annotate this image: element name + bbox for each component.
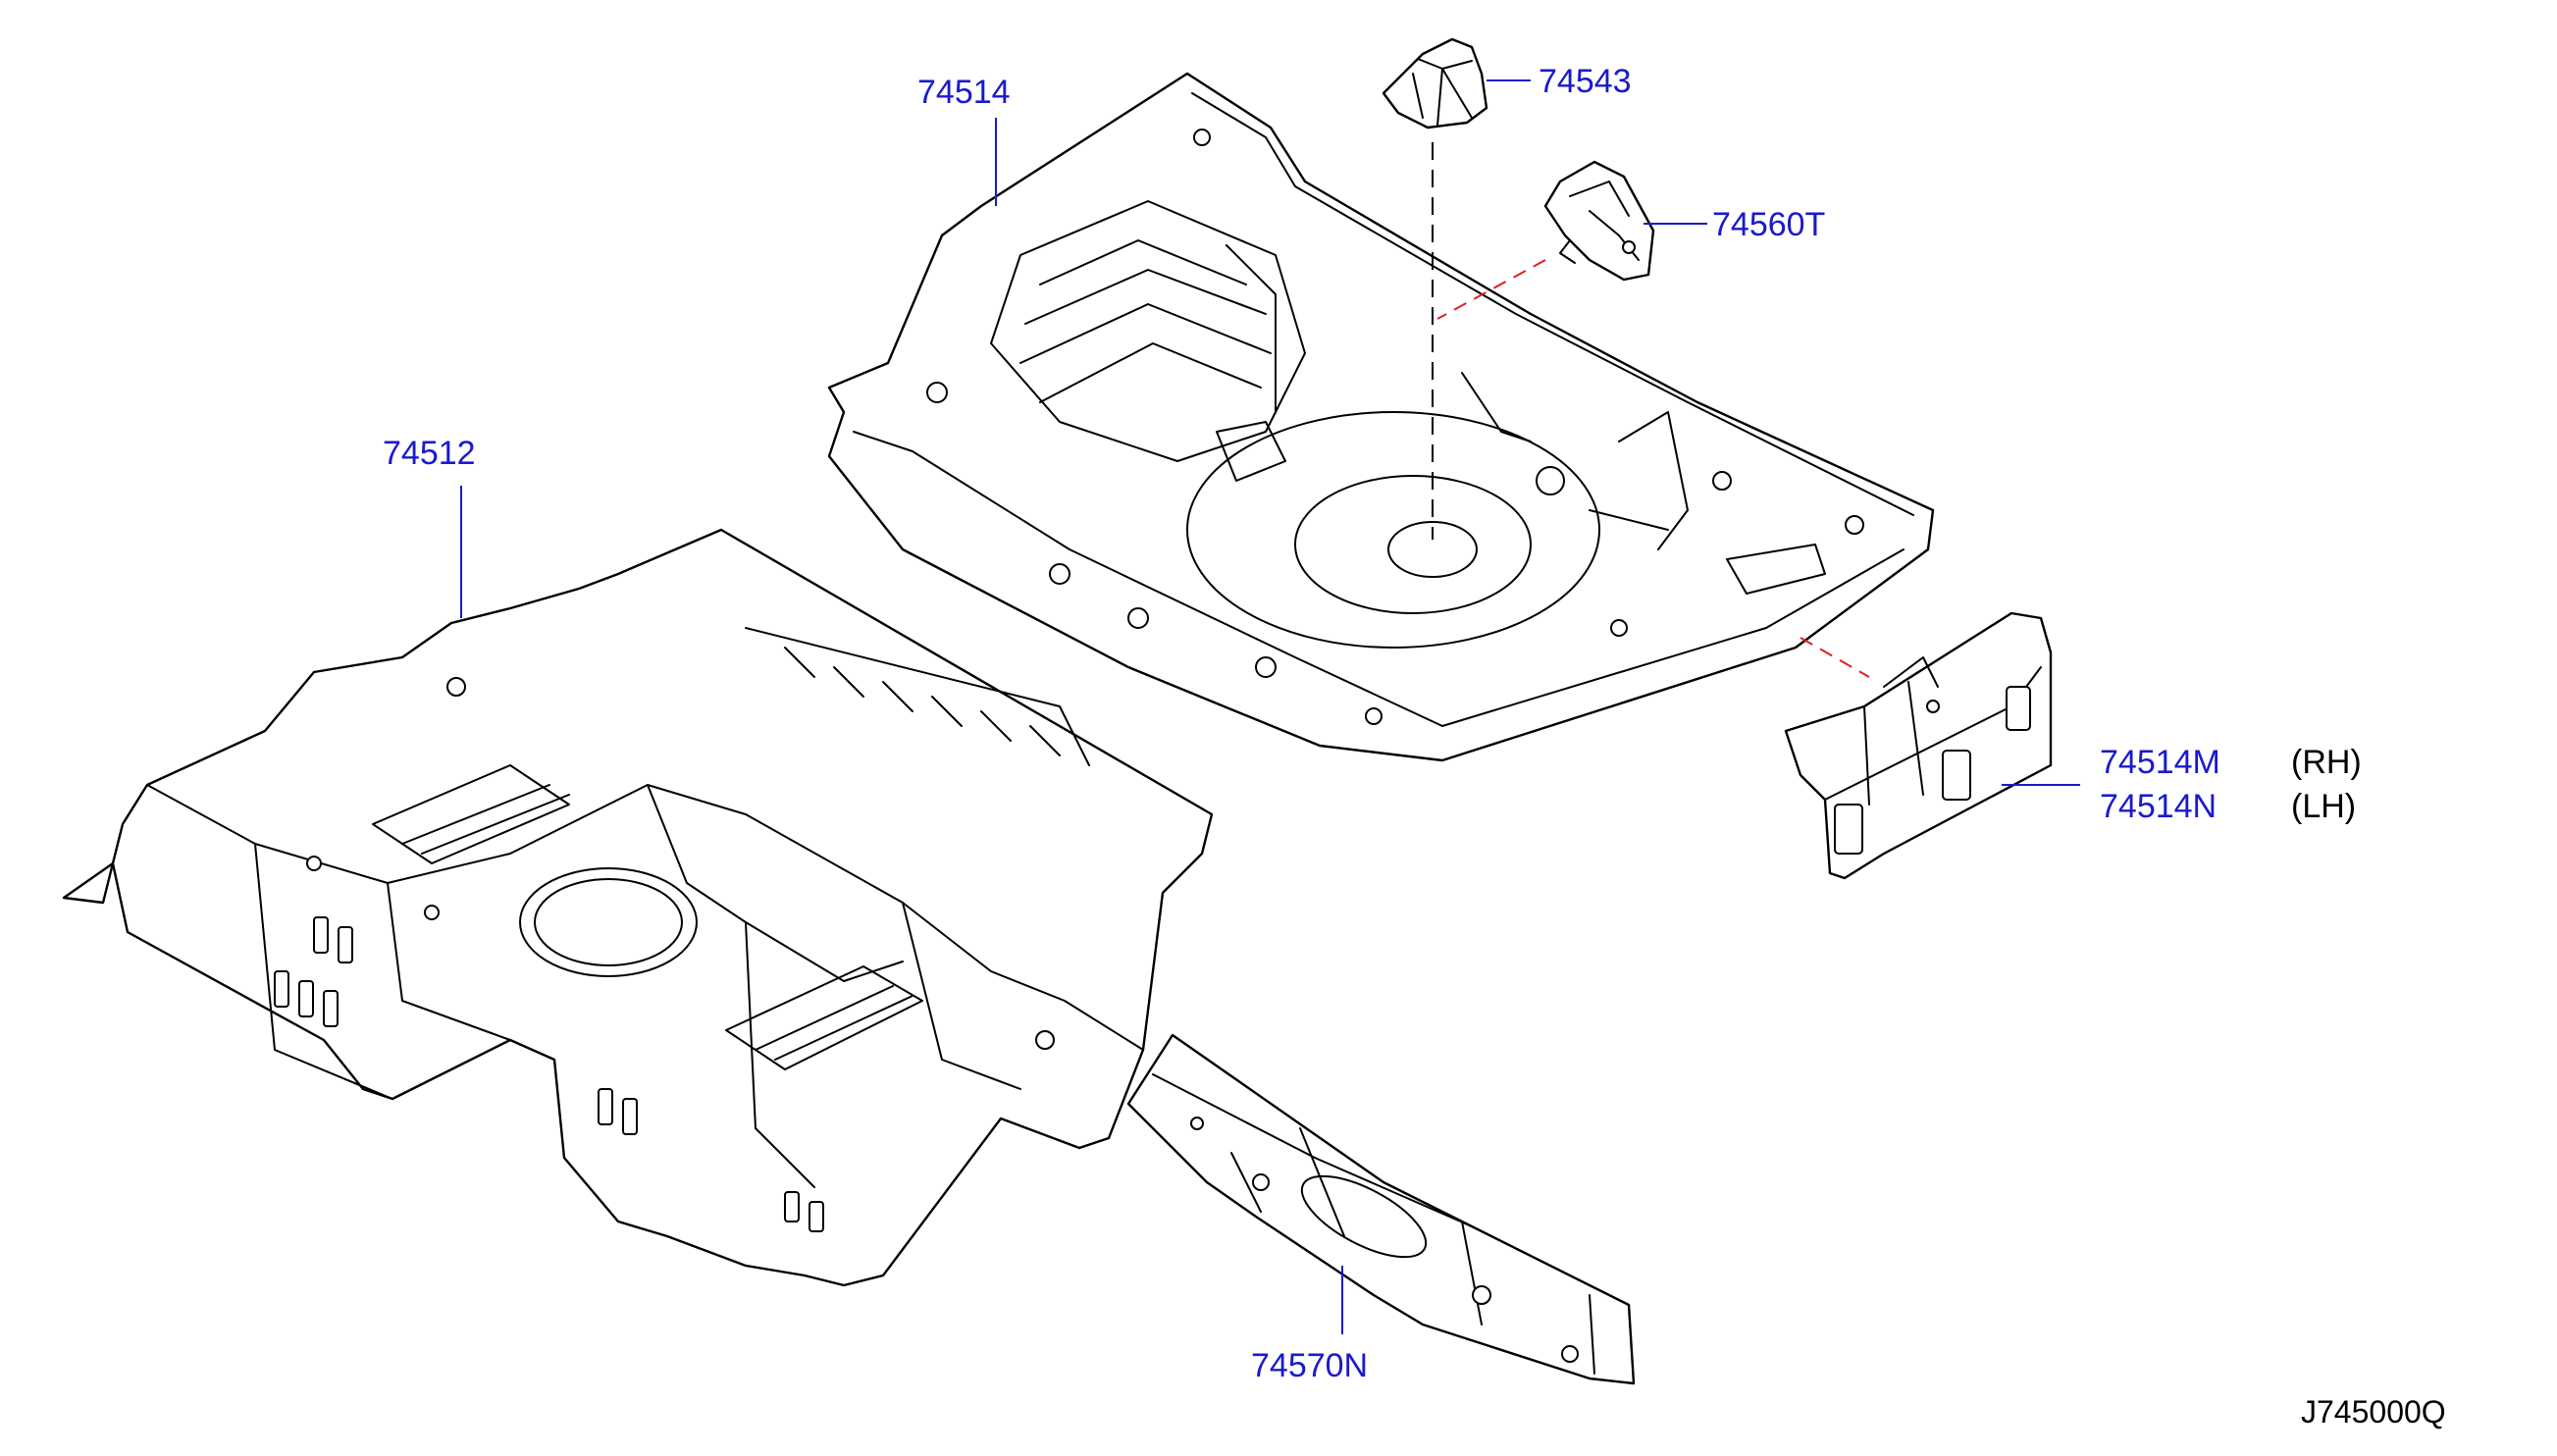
side-member-74514M-N[interactable] <box>1784 611 2053 880</box>
guide-74560T <box>1436 259 1546 320</box>
part-number-74514[interactable]: 74514 <box>917 74 1011 111</box>
guide-74514M <box>1800 637 1870 678</box>
cross-member-74570N[interactable] <box>1126 1033 1636 1385</box>
spare-tire-clamp-74543[interactable] <box>1382 37 1488 130</box>
part-number-74512[interactable]: 74512 <box>383 435 476 472</box>
part-number-74514M[interactable]: 74514M <box>2100 744 2220 781</box>
rear-floor-panel-74514[interactable] <box>827 72 1935 762</box>
part-number-74560T[interactable]: 74560T <box>1712 206 1825 243</box>
side-rh-label: (RH) <box>2291 744 2362 781</box>
floor-panel-74512[interactable] <box>62 528 1214 1287</box>
part-number-74514N[interactable]: 74514N <box>2100 788 2217 825</box>
side-lh-label: (LH) <box>2291 788 2356 825</box>
part-number-74570N[interactable]: 74570N <box>1251 1347 1368 1384</box>
bracket-74560T[interactable] <box>1543 160 1655 282</box>
diagram-code: J745000Q <box>2301 1394 2446 1430</box>
part-number-74543[interactable]: 74543 <box>1539 63 1632 100</box>
